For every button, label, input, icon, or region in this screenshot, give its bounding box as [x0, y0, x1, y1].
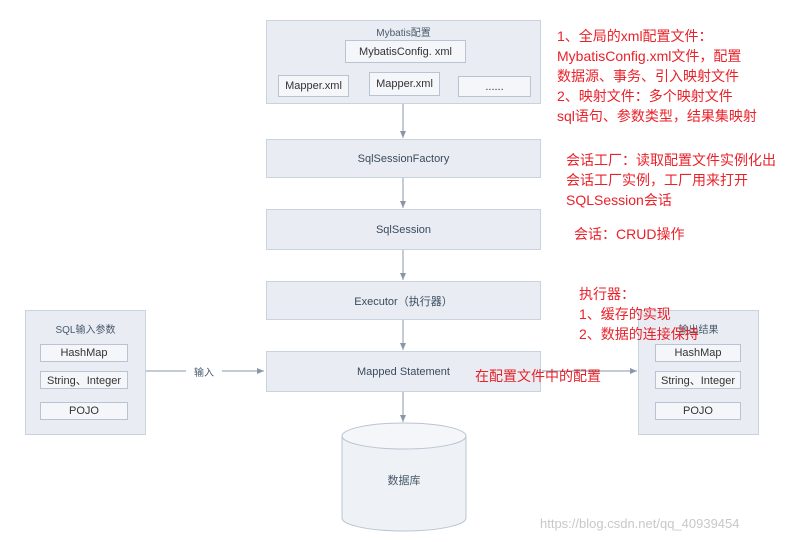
output-item-pojo: POJO [655, 402, 741, 420]
mapped-statement-box: Mapped Statement [266, 351, 541, 392]
sql-session-factory-box: SqlSessionFactory [266, 139, 541, 178]
annotation-executor-line-2: 1、缓存的实现 [579, 306, 671, 322]
annotation-config: 1、全局的xml配置文件： MybatisConfig.xml文件，配置 数据源… [557, 26, 757, 126]
output-panel-title: 输出结果 [678, 325, 719, 336]
annotation-config-line-3: 数据源、事务、引入映射文件 [557, 68, 739, 84]
mapper-file-1: Mapper.xml [278, 75, 349, 97]
output-item-hashmap: HashMap [655, 344, 741, 362]
database-label: 数据库 [387, 475, 421, 487]
input-item-pojo: POJO [40, 402, 128, 420]
annotation-factory-line-2: 会话工厂实例，工厂用来打开 [566, 172, 748, 188]
input-panel-title: SQL输入参数 [55, 325, 116, 336]
annotation-config-line-1: 1、全局的xml配置文件： [557, 28, 713, 44]
mapper-file-more: ...... [458, 76, 531, 97]
input-item-string-integer: String、Integer [40, 371, 128, 389]
database-cylinder [341, 422, 467, 532]
mapper-file-2: Mapper.xml [369, 72, 440, 96]
annotation-config-line-4: 2、映射文件：多个映射文件 [557, 88, 733, 104]
input-item-hashmap: HashMap [40, 344, 128, 362]
annotation-executor-line-3: 2、数据的连接保持 [579, 326, 699, 342]
annotation-factory-line-3: SQLSession会话 [566, 192, 672, 208]
annotation-session: 会话：CRUD操作 [574, 226, 685, 242]
config-panel-title: Mybatis配置 [376, 28, 431, 39]
sql-session-box: SqlSession [266, 209, 541, 250]
config-file-box: MybatisConfig. xml [345, 40, 466, 63]
annotation-mapped-statement: 在配置文件中的配置 [475, 368, 601, 384]
executor-box: Executor（执行器） [266, 281, 541, 320]
annotation-executor: 执行器： 1、缓存的实现 2、数据的连接保持 [579, 284, 699, 344]
watermark: https://blog.csdn.net/qq_40939454 [540, 516, 740, 531]
input-arrow-label: 输入 [186, 364, 222, 379]
annotation-factory: 会话工厂：读取配置文件实例化出 会话工厂实例，工厂用来打开 SQLSession… [566, 150, 776, 210]
annotation-config-line-2: MybatisConfig.xml文件，配置 [557, 48, 742, 64]
annotation-config-line-5: sql语句、参数类型，结果集映射 [557, 108, 757, 124]
annotation-factory-line-1: 会话工厂：读取配置文件实例化出 [566, 152, 776, 168]
output-item-string-integer: String、Integer [655, 371, 741, 389]
annotation-executor-line-1: 执行器： [579, 286, 635, 302]
